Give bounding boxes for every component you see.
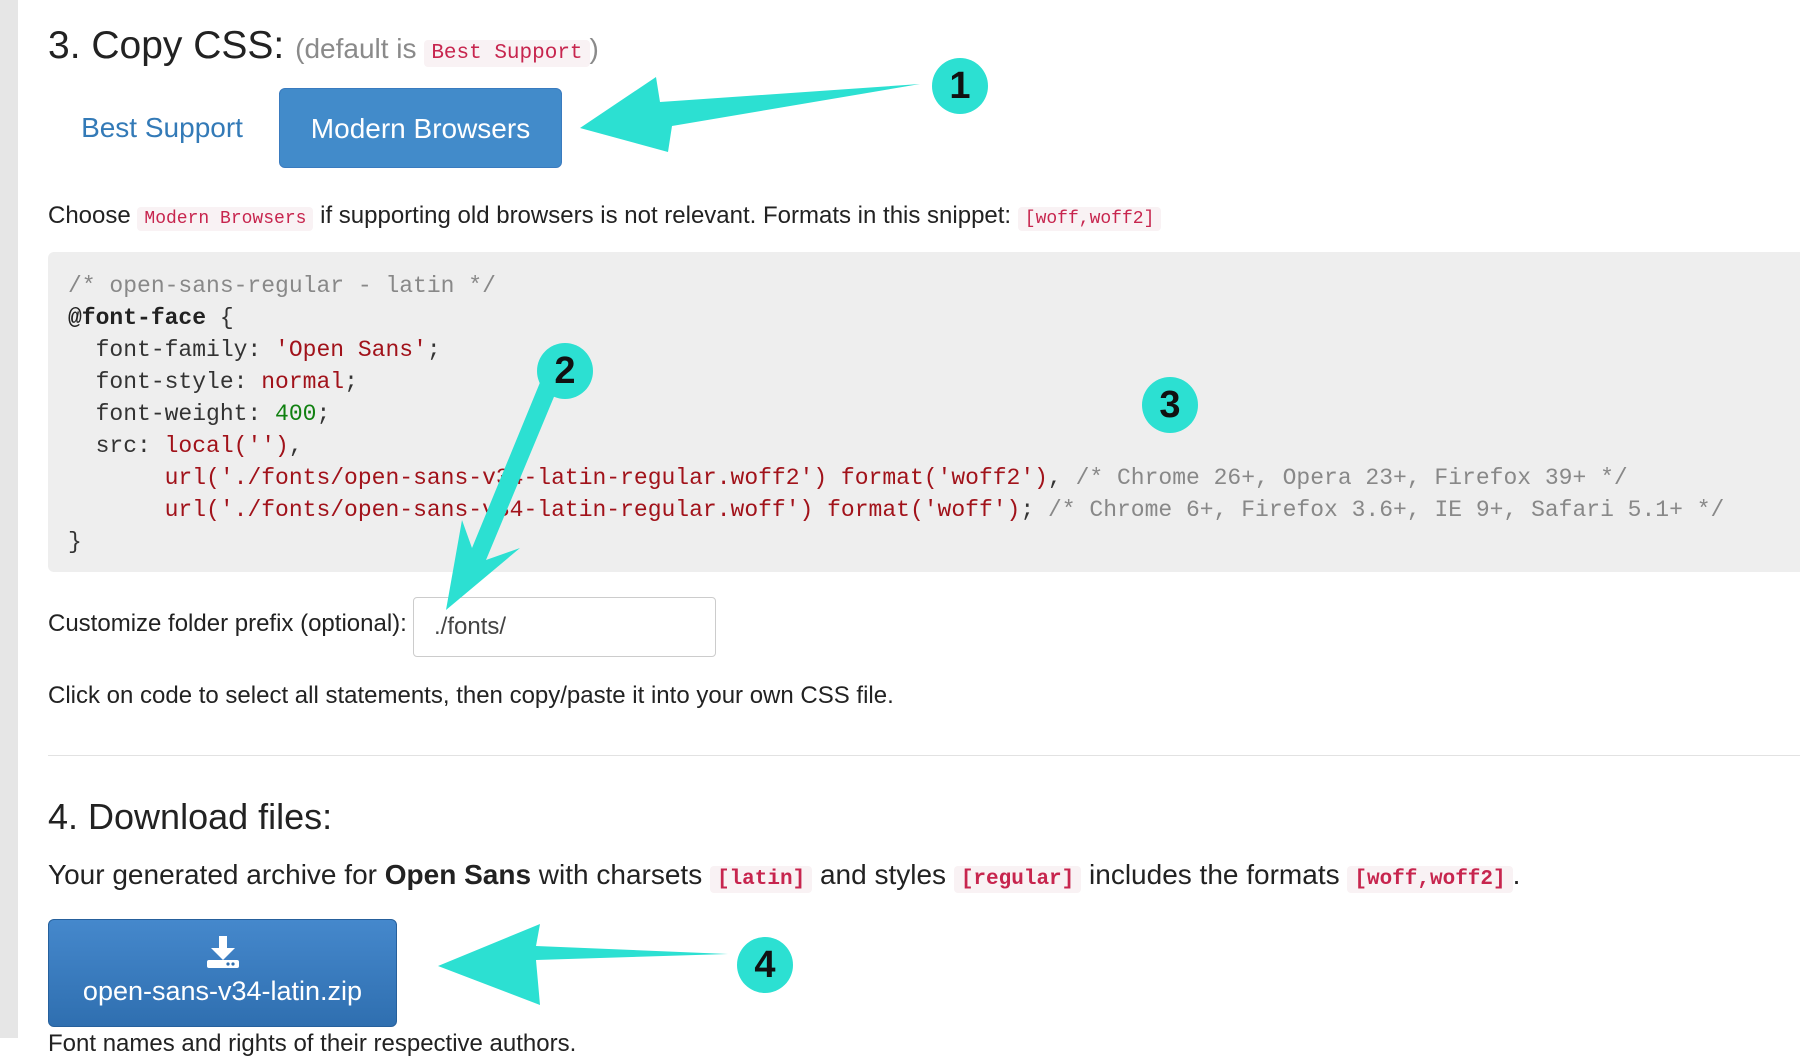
default-value-code: Best Support: [424, 40, 590, 67]
annotation-badge-4: 4: [737, 937, 793, 993]
annotation-badge-2: 2: [537, 343, 593, 399]
font-name: Open Sans: [384, 859, 532, 890]
section-3-title: 3. Copy CSS:: [48, 24, 285, 67]
annotation-badge-3: 3: [1142, 377, 1198, 433]
left-rail: [0, 0, 18, 1038]
arrow-1: [580, 77, 920, 152]
formats-code: [woff,woff2]: [1017, 207, 1162, 231]
section-3-heading: 3. Copy CSS: (default is Best Support): [48, 24, 599, 68]
download-icon: [206, 936, 239, 968]
annotation-badge-1: 1: [932, 58, 988, 114]
archive-formats-code: [woff,woff2]: [1347, 866, 1513, 893]
folder-prefix-input[interactable]: [413, 597, 716, 657]
tab-modern-browsers[interactable]: Modern Browsers: [279, 88, 562, 168]
choose-description: Choose Modern Browsers if supporting old…: [48, 202, 1162, 231]
archive-description: Your generated archive for Open Sans wit…: [48, 859, 1521, 893]
section-4-title: 4. Download files:: [48, 796, 333, 837]
charsets-code: [latin]: [709, 866, 813, 893]
copy-hint: Click on code to select all statements, …: [48, 682, 894, 709]
section-divider: [48, 755, 1800, 756]
styles-code: [regular]: [953, 866, 1082, 893]
css-code-block[interactable]: /* open-sans-regular - latin */ @font-fa…: [48, 252, 1800, 572]
download-zip-label: open-sans-v34-latin.zip: [82, 976, 363, 1006]
default-note: (default is Best Support): [295, 33, 599, 67]
modern-browsers-code: Modern Browsers: [137, 207, 314, 231]
folder-prefix-label: Customize folder prefix (optional):: [48, 610, 407, 637]
arrow-2: [446, 363, 566, 610]
tab-best-support[interactable]: Best Support: [81, 112, 243, 143]
download-zip-button[interactable]: open-sans-v34-latin.zip: [48, 919, 397, 1027]
arrow-4: [438, 924, 728, 1005]
